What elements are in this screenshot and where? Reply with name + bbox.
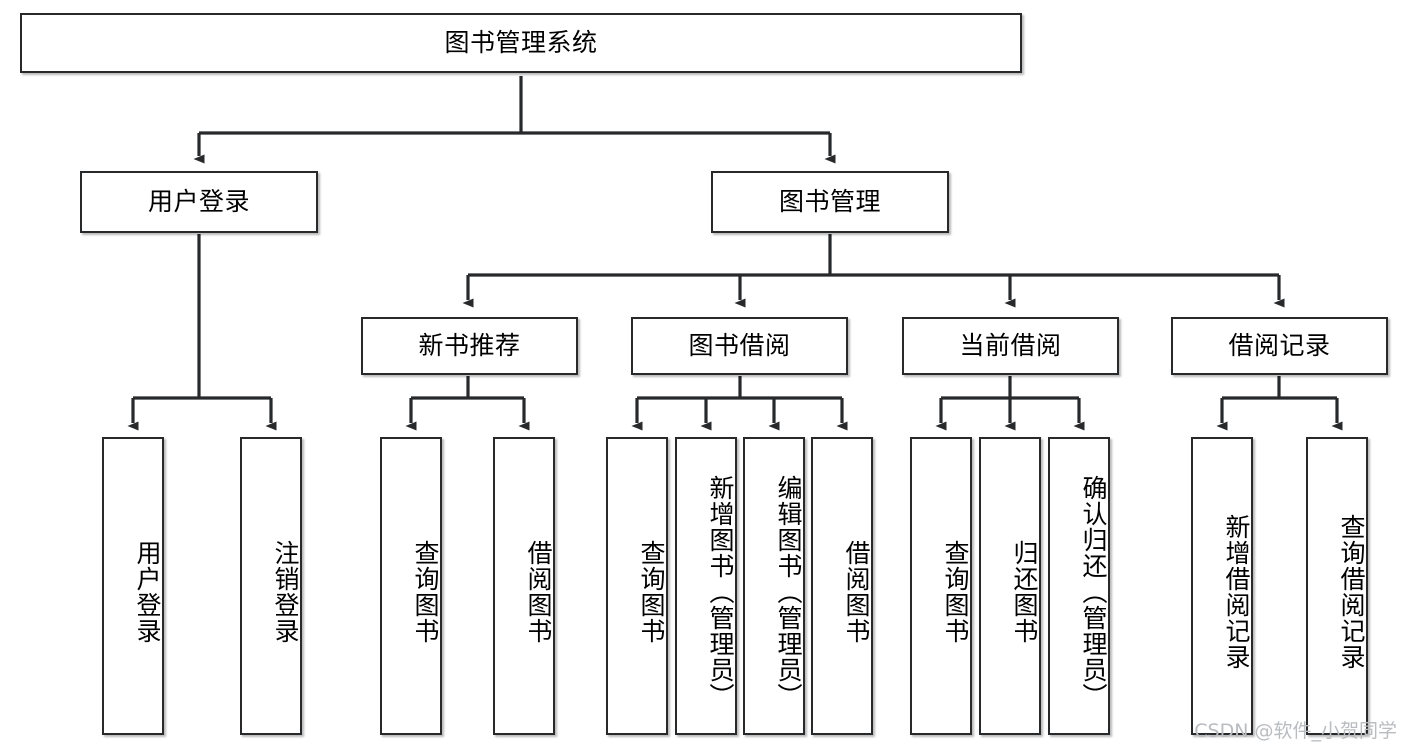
node-new-book-recommend[interactable]: 新书推荐 <box>361 317 578 375</box>
node-borrow-record[interactable]: 借阅记录 <box>1171 317 1388 375</box>
node-label: 新书推荐 <box>418 331 521 361</box>
leaf-user-login[interactable]: 用户登录 <box>102 437 164 735</box>
node-label: 借阅图书 <box>524 540 553 644</box>
node-label: 归还图书 <box>1010 540 1039 644</box>
node-label: 新增借阅记录 <box>1222 514 1251 670</box>
node-user-login[interactable]: 用户登录 <box>80 171 318 233</box>
node-book-manage[interactable]: 图书管理 <box>711 171 949 233</box>
node-book-borrow[interactable]: 图书借阅 <box>631 317 848 375</box>
leaf-edit-book[interactable]: 编辑图书（管理员） <box>743 437 805 735</box>
leaf-logout-login[interactable]: 注销登录 <box>240 437 302 735</box>
node-current-borrow[interactable]: 当前借阅 <box>902 317 1119 375</box>
leaf-confirm-return[interactable]: 确认归还（管理员） <box>1048 437 1110 735</box>
node-label: 当前借阅 <box>959 331 1062 361</box>
node-label: 图书管理系统 <box>444 28 598 58</box>
node-label: 编辑图书（管理员） <box>774 475 803 709</box>
leaf-query-record[interactable]: 查询借阅记录 <box>1306 437 1368 735</box>
node-label: 用户登录 <box>147 187 250 217</box>
leaf-borrow-book-2[interactable]: 借阅图书 <box>811 437 873 735</box>
leaf-borrow-book-1[interactable]: 借阅图书 <box>493 437 555 735</box>
node-label: 查询图书 <box>637 540 666 644</box>
node-root-system[interactable]: 图书管理系统 <box>20 13 1022 73</box>
node-label: 图书管理 <box>778 187 881 217</box>
node-label: 确认归还（管理员） <box>1079 475 1108 709</box>
leaf-query-book-2[interactable]: 查询图书 <box>606 437 668 735</box>
node-label: 图书借阅 <box>688 331 791 361</box>
node-label: 注销登录 <box>271 540 300 644</box>
csdn-watermark: CSDN @软件_小贺同学 <box>1194 720 1397 742</box>
node-label: 借阅记录 <box>1228 331 1331 361</box>
node-label: 查询借阅记录 <box>1337 514 1366 670</box>
node-label: 查询图书 <box>941 540 970 644</box>
node-label: 借阅图书 <box>842 540 871 644</box>
node-label: 新增图书（管理员） <box>706 475 735 709</box>
node-label: 查询图书 <box>411 540 440 644</box>
node-label: 用户登录 <box>133 540 162 644</box>
leaf-return-book[interactable]: 归还图书 <box>979 437 1041 735</box>
leaf-add-book[interactable]: 新增图书（管理员） <box>675 437 737 735</box>
leaf-query-book-3[interactable]: 查询图书 <box>910 437 972 735</box>
leaf-query-book-1[interactable]: 查询图书 <box>380 437 442 735</box>
leaf-add-record[interactable]: 新增借阅记录 <box>1191 437 1253 735</box>
